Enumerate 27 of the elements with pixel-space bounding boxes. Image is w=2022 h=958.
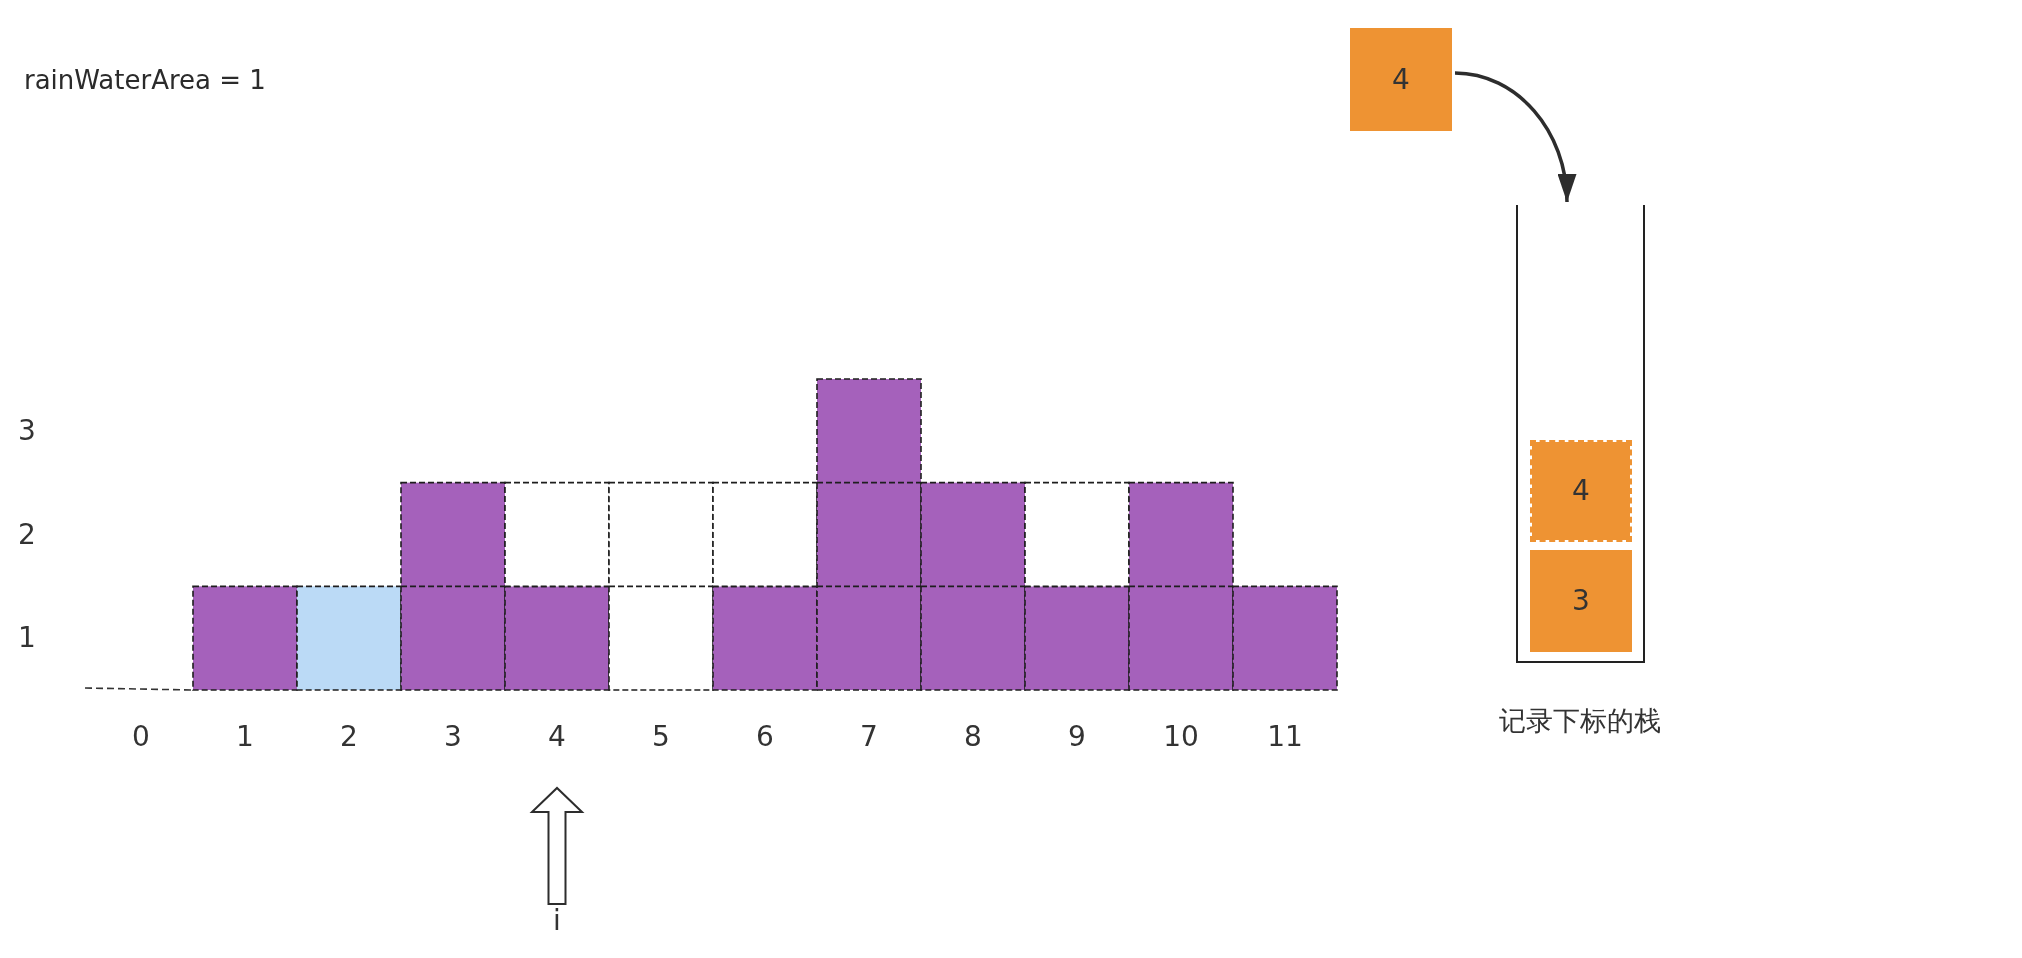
- pointer-label: i: [553, 904, 561, 938]
- curved-arrow: [1454, 71, 1575, 203]
- index-box: [1530, 440, 1632, 542]
- stack-container: [1516, 205, 1645, 663]
- category-label: 4: [548, 720, 566, 754]
- category-label: 0: [132, 720, 150, 754]
- category-label: 2: [340, 720, 358, 754]
- axis-tick-label: 2: [18, 517, 36, 552]
- category-label: 8: [964, 720, 982, 754]
- equation-text: rainWaterArea = 1: [24, 65, 266, 97]
- category-label: 1: [236, 720, 254, 754]
- index-value: 4: [1392, 62, 1410, 97]
- index-box: [1350, 28, 1452, 131]
- category-label: 9: [1068, 720, 1086, 754]
- axis-tick-label: 1: [18, 621, 36, 656]
- category-label: 11: [1267, 720, 1303, 754]
- index-value: 4: [1572, 474, 1590, 508]
- category-label: 10: [1163, 720, 1199, 754]
- category-label: 3: [444, 720, 462, 754]
- category-label: 5: [652, 720, 670, 754]
- index-value: 3: [1572, 584, 1590, 618]
- stack-caption: 记录下标的栈: [1499, 705, 1661, 738]
- category-label: 7: [860, 720, 878, 754]
- hollow-arrow: [529, 786, 585, 905]
- category-label: 6: [756, 720, 774, 754]
- index-box: [1530, 550, 1632, 652]
- axis-tick-label: 3: [18, 413, 36, 448]
